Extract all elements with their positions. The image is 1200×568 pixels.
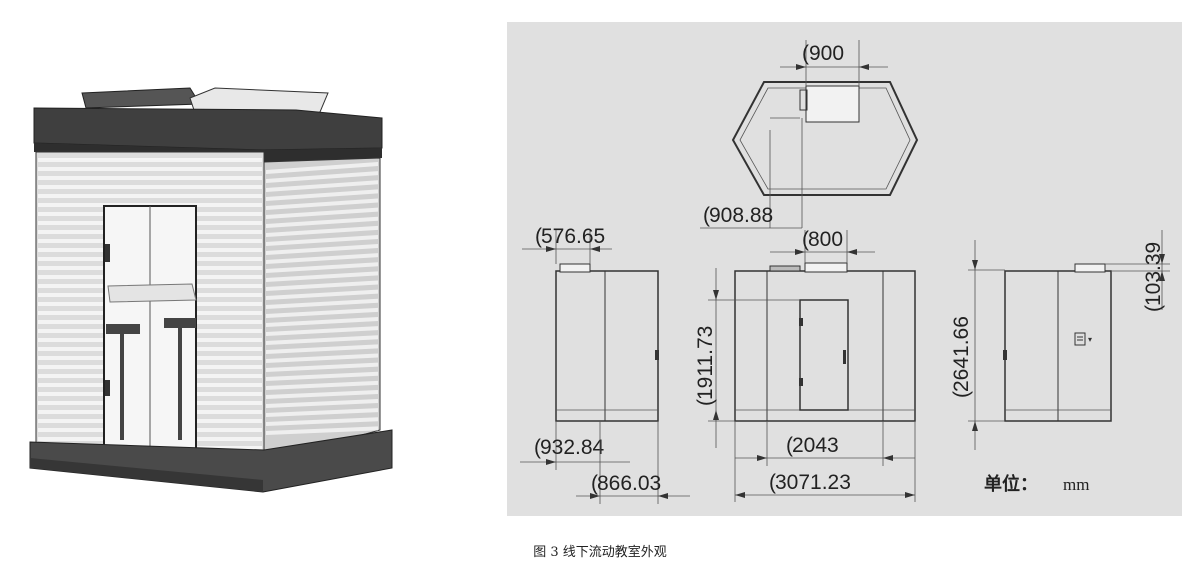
svg-text:(: ( [535,225,542,248]
door-handle-top [105,244,110,262]
side-louver-slat [266,353,378,363]
side-louver-slat [266,307,378,318]
document-icon: ▾ [1074,332,1092,346]
side-view-left: ( 576.65 ( 932.84 ( 866.03 [520,225,690,504]
side-louver-slat [266,399,378,408]
side-louver-slat [266,225,378,237]
side-louver-slat [266,344,378,354]
dim-roof-unit-height: 103.39 [1142,242,1165,306]
side-louver-slat [266,280,378,291]
svg-text:(: ( [802,42,809,65]
stool-left [106,324,140,334]
front-door [799,299,849,411]
side-louver-slat [266,408,378,417]
side-louver-slat [266,180,378,192]
side-louver-slat [266,253,378,264]
svg-text:(: ( [950,391,973,398]
side-louver-slat [266,244,378,255]
svg-text:(: ( [591,472,598,495]
side-louver-slat [266,298,378,309]
side-louver-slat [266,162,378,174]
dim-front-door-height: 1911.73 [694,326,717,400]
side-louver-slat [266,271,378,282]
figure-caption: 图 3 线下流动教室外观 [533,545,667,560]
side-louver-slat [266,426,378,435]
dim-front-window-width: 800 [808,228,843,251]
svg-text:(: ( [694,399,717,406]
stool-right [164,318,196,328]
side-louver-slat [266,317,378,327]
inner-desk [107,283,197,303]
dim-side-inner-width: 576.65 [541,225,605,248]
classroom-3d-render [29,87,393,493]
side-louver-slat [266,389,378,399]
svg-text:(: ( [534,436,541,459]
svg-text:▾: ▾ [1088,335,1092,344]
louver-slat [38,167,262,171]
base-front [30,458,263,492]
side-louver-slat [266,234,378,246]
side-view-right: ▾ 2641.66 ( 103.39 ( [950,230,1170,450]
top-view: 900 ( ( 908.88 [700,40,919,229]
louver-slat [38,158,262,162]
dim-side-bottom-offset: 866.03 [597,472,661,495]
svg-text:(: ( [802,228,809,251]
svg-text:(: ( [1142,305,1165,312]
side-louver-slat [266,335,378,345]
dim-front-total-width: 3071.23 [775,471,851,494]
side-louver-slat [266,326,378,336]
svg-text:(: ( [703,204,710,227]
side-louver-slat [266,198,378,210]
side-louver-slat [266,380,378,390]
side-louver-slat [266,362,378,372]
svg-text:(: ( [769,471,776,494]
dim-top-depth: 908.88 [709,204,773,227]
unit-label: 单位： [984,473,1038,495]
top-ac-unit [805,85,860,123]
side-louver-slat [266,371,378,381]
dim-front-inner-width: 2043 [792,434,839,457]
dim-top-width: 900 [809,42,844,65]
side-louver-slat [266,216,378,228]
side-louver-slat [266,207,378,219]
dim-side-total-width: 932.84 [540,436,605,459]
door-handle-bottom [105,380,110,396]
side-louver-slat [266,417,378,426]
unit-value: mm [1063,475,1089,494]
front-view: ( 800 1911.73 ( ( 2043 ( 3071.23 [694,228,916,502]
dim-total-height: 2641.66 [950,316,973,392]
side-louver-slat [266,289,378,300]
louver-slat [38,194,262,198]
louver-slat [38,185,262,189]
svg-text:(: ( [786,434,793,457]
side-louver-slat [266,262,378,273]
side-louver-slat [266,189,378,201]
side-louver-slat [266,171,378,183]
louver-slat [38,176,262,180]
